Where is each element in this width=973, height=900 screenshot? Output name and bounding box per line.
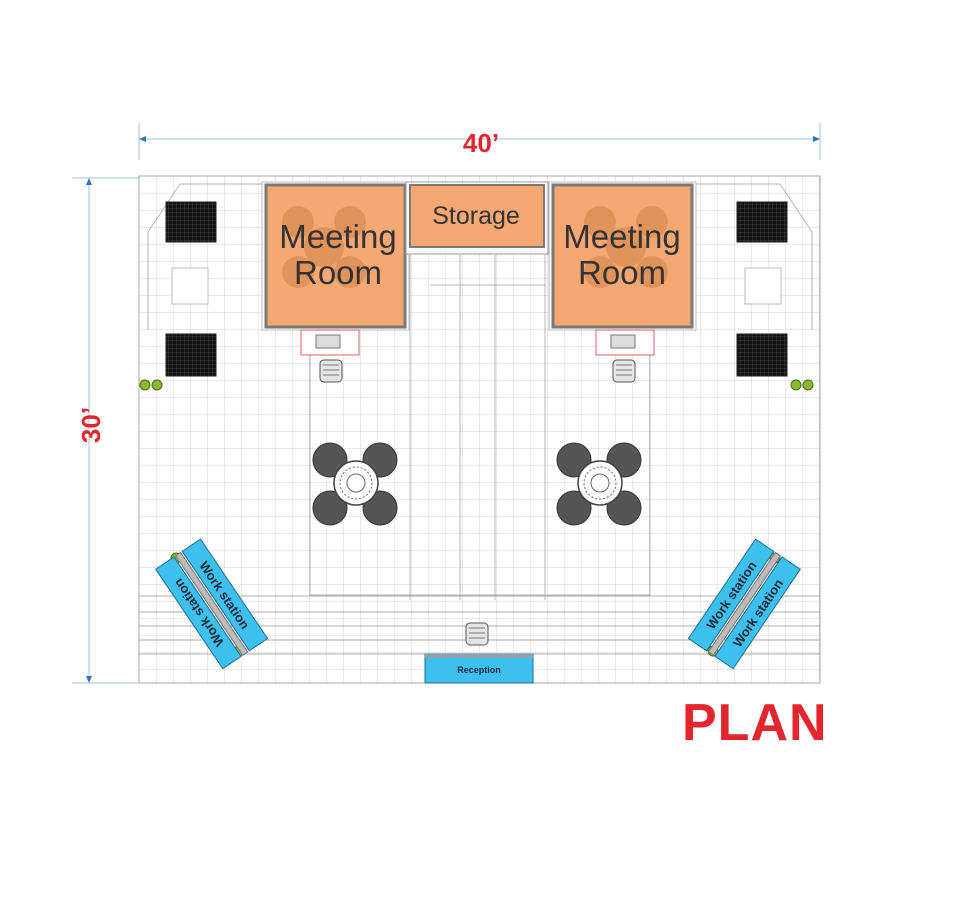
plant-icon [790, 379, 802, 391]
meeting-room-left: Meeting Room [261, 181, 410, 356]
depth-label: 30’ [76, 407, 106, 443]
display-cabinet-icon [165, 201, 217, 243]
podium-icon [300, 329, 360, 356]
meeting-room-left-line2: Room [294, 254, 382, 291]
reception-label: Reception [457, 665, 501, 675]
lounge-set-left [312, 442, 398, 526]
plant-icon [139, 379, 151, 391]
width-dimension: 40’ [138, 123, 821, 160]
storage-label: Storage [432, 202, 520, 230]
display-cabinet-icon [736, 333, 788, 377]
plan-title: PLAN [682, 694, 828, 752]
lounge-table-icon [577, 460, 623, 506]
stool-icon [319, 359, 343, 383]
depth-dimension: 30’ [72, 177, 139, 684]
meeting-table-icon [282, 206, 366, 288]
meeting-room-right-line2: Room [578, 254, 666, 291]
width-label: 40’ [463, 128, 499, 158]
stool-icon [612, 359, 636, 383]
meeting-room-right: Meeting Room [548, 181, 697, 356]
chair-icon [556, 442, 642, 526]
plant-icon [151, 379, 163, 391]
reception-desk: Reception [424, 653, 534, 684]
storage-room: Storage [405, 181, 549, 255]
plant-icon [802, 379, 814, 391]
meeting-room-right-line1: Meeting [563, 218, 680, 255]
stool-icon [465, 622, 489, 646]
floor-grid [138, 175, 821, 684]
display-cabinet-icon [736, 201, 788, 243]
display-cabinets [165, 201, 788, 377]
podium-icon [595, 329, 655, 356]
display-cabinet-icon [165, 333, 217, 377]
lounge-set-right [556, 442, 642, 526]
meeting-table-icon [584, 206, 668, 288]
lounge-table-icon [333, 460, 379, 506]
meeting-room-left-line1: Meeting [279, 218, 396, 255]
stools [319, 359, 636, 646]
